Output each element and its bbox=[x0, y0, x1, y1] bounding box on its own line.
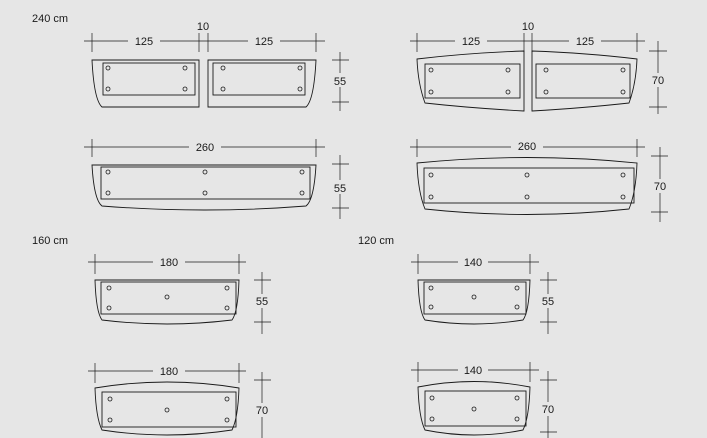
tabletop bbox=[417, 381, 531, 436]
dim-width: 180 bbox=[160, 366, 178, 378]
dim-width: 180 bbox=[160, 257, 178, 269]
frame bbox=[102, 62, 196, 96]
tabletop-segment-left bbox=[91, 59, 200, 108]
dim-gap: 10 bbox=[197, 21, 209, 33]
tabletop-segment-right bbox=[207, 59, 317, 108]
dim-depth: 55 bbox=[542, 296, 554, 308]
table-160-boat: 180 70 bbox=[88, 363, 271, 438]
dim-width-right: 125 bbox=[576, 36, 594, 48]
table-240-boat: 260 70 bbox=[410, 139, 668, 222]
tabletop bbox=[91, 164, 317, 211]
dim-depth: 70 bbox=[542, 404, 554, 416]
frame bbox=[535, 63, 631, 99]
frame bbox=[423, 281, 527, 315]
dim-width-left: 125 bbox=[135, 36, 153, 48]
frame bbox=[424, 63, 521, 99]
frame bbox=[100, 166, 311, 200]
section-label-240: 240 cm bbox=[32, 13, 68, 25]
tabletop-segment-left bbox=[416, 50, 525, 112]
frame bbox=[101, 391, 237, 428]
tabletop bbox=[94, 381, 240, 436]
tabletop-segment-right bbox=[531, 50, 638, 112]
frame bbox=[100, 281, 237, 315]
table-120-boat: 140 70 bbox=[411, 362, 557, 438]
table-120-rect: 140 55 bbox=[411, 254, 557, 334]
dim-gap: 10 bbox=[522, 21, 534, 33]
frame bbox=[423, 167, 635, 204]
dim-depth: 70 bbox=[654, 181, 666, 193]
section-label-160: 160 cm bbox=[32, 235, 68, 247]
frame bbox=[424, 390, 527, 427]
table-160-rect: 180 55 bbox=[88, 254, 271, 334]
section-label-120: 120 cm bbox=[358, 235, 394, 247]
dim-depth: 70 bbox=[256, 405, 268, 417]
frame bbox=[212, 62, 306, 96]
dim-width: 140 bbox=[464, 365, 482, 377]
dim-width: 140 bbox=[464, 257, 482, 269]
dim-width: 260 bbox=[518, 141, 536, 153]
tabletop bbox=[417, 279, 531, 325]
table-240-rect-split: 125 10 125 55 bbox=[84, 21, 349, 111]
dim-depth: 70 bbox=[652, 75, 664, 87]
tabletop bbox=[94, 279, 240, 325]
dim-depth: 55 bbox=[334, 76, 346, 88]
tabletop bbox=[416, 157, 638, 215]
table-240-boat-split: 125 10 125 70 bbox=[410, 21, 667, 114]
dim-width-left: 125 bbox=[462, 36, 480, 48]
table-240-rect: 260 55 bbox=[84, 139, 349, 219]
dim-depth: 55 bbox=[256, 296, 268, 308]
dim-depth: 55 bbox=[334, 183, 346, 195]
dim-width-right: 125 bbox=[255, 36, 273, 48]
dim-width: 260 bbox=[196, 142, 214, 154]
